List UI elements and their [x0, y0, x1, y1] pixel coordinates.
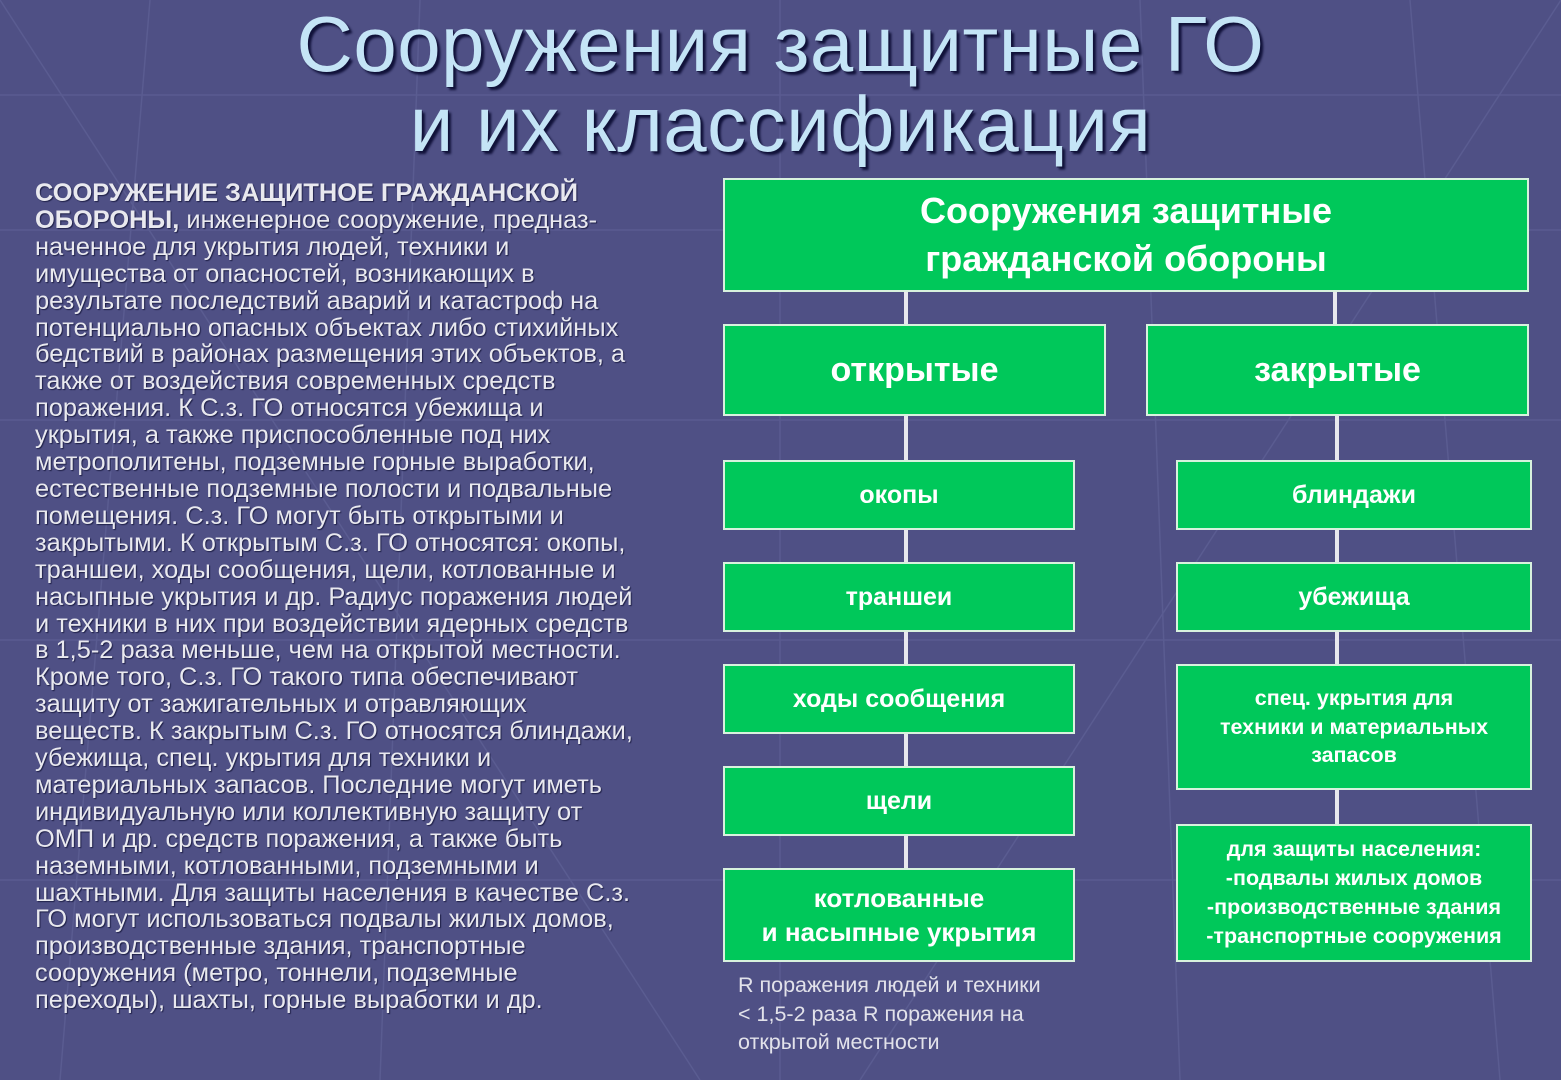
definition-line: ГО могут использоваться подвалы жилых до…	[35, 905, 614, 934]
definition-line: сооружения (метро, тоннели, подземные	[35, 959, 518, 988]
definition-line: Кроме того, С.з. ГО такого типа обеспечи…	[35, 663, 578, 692]
definition-line: ОМП и др. средств поражения, а также быт…	[35, 824, 563, 853]
closed-item-label: запасов	[1311, 743, 1397, 768]
radius-note-line: R поражения людей и техники	[738, 973, 1041, 997]
definition-line: поражения. К С.з. ГО относятся убежища и	[35, 394, 544, 423]
definition-line: шахтными. Для защиты населения в качеств…	[35, 878, 631, 907]
connector-open-chain	[904, 414, 908, 872]
definition-line: естественные подземные полости и подваль…	[35, 474, 613, 503]
category-open: открытые	[723, 324, 1106, 416]
closed-item-label: убежища	[1298, 582, 1410, 611]
category-open-label: открытые	[830, 350, 999, 389]
closed-item-population-protection: для защиты населения: -подвалы жилых дом…	[1176, 824, 1532, 962]
definition-line: и техники в них при воздействии ядерных …	[35, 609, 629, 638]
closed-item-label: -транспортные сооружения	[1206, 923, 1502, 948]
definition-line: индивидуальную или коллективную защиту о…	[35, 797, 583, 826]
definition-line: инженерное сооружение, предназ-	[179, 205, 598, 234]
definition-term-line-1: СООРУЖЕНИЕ ЗАЩИТНОЕ ГРАЖДАНСКОЙ	[35, 179, 578, 207]
title-line-2: и их классификация	[409, 80, 1152, 168]
definition-line: бедствий в районах размещения этих объек…	[35, 340, 626, 369]
open-item-label: котлованные	[813, 883, 985, 913]
title-line-1: Сооружения защитные ГО	[296, 0, 1265, 88]
root-node-line: Сооружения защитные	[920, 190, 1332, 231]
closed-item-label: -подвалы жилых домов	[1225, 866, 1483, 891]
open-item-pit-shelters: котлованные и насыпные укрытия	[723, 868, 1075, 962]
definition-line: помещения. С.з. ГО могут быть открытыми …	[35, 501, 564, 530]
definition-text: СООРУЖЕНИЕ ЗАЩИТНОЕ ГРАЖДАНСКОЙ ОБОРОНЫ,…	[35, 180, 705, 1014]
definition-line: имущества от опасностей, возникающих в	[35, 259, 535, 288]
definition-term-line-2: ОБОРОНЫ,	[35, 205, 180, 234]
open-item-label: траншеи	[845, 582, 953, 611]
definition-line: материальных запасов. Последние могут им…	[35, 770, 602, 799]
definition-line: потенциально опасных объектах либо стихи…	[35, 313, 619, 342]
definition-line: производственные здания, транспортные	[35, 932, 526, 961]
radius-note: R поражения людей и техники < 1,5-2 раза…	[738, 971, 1041, 1057]
definition-line: также от воздействия современных средств	[35, 367, 556, 396]
open-item-label: окопы	[859, 480, 939, 509]
closed-item-label: -производственные здания	[1206, 895, 1502, 919]
root-node: Сооружения защитные гражданской обороны	[723, 178, 1529, 292]
definition-line: веществ. К закрытым С.з. ГО относятся бл…	[35, 717, 633, 746]
definition-line: результате последствий аварий и катастро…	[35, 286, 599, 315]
closed-item-dugouts: блиндажи	[1176, 460, 1532, 530]
definition-line: защиту от зажигательных и отравляющих	[35, 690, 527, 719]
definition-line: убежища, спец. укрытия для техники и	[35, 744, 492, 773]
radius-note-line: < 1,5-2 раза R поражения на	[738, 1001, 1024, 1026]
definition-line: укрытия, а также приспособленные под них	[35, 421, 551, 450]
connector-root-closed	[1333, 290, 1337, 326]
definition-line: метрополитены, подземные горные выработк…	[35, 448, 595, 477]
closed-item-label: блиндажи	[1291, 480, 1417, 509]
open-item-label: щели	[865, 786, 933, 815]
definition-line: закрытыми. К открытым С.з. ГО относятся:…	[35, 528, 626, 557]
root-node-line: гражданской обороны	[925, 238, 1327, 279]
closed-item-special-shelters: спец. укрытия для техники и материальных…	[1176, 664, 1532, 790]
definition-line: траншеи, ходы сообщения, щели, котлованн…	[35, 555, 616, 584]
open-item-communication-passages: ходы сообщения	[723, 664, 1075, 734]
connector-root-open	[904, 290, 908, 326]
open-item-label: и насыпные укрытия	[761, 917, 1037, 947]
open-item-label: ходы сообщения	[792, 684, 1006, 713]
closed-item-label: спец. укрытия для	[1254, 686, 1454, 711]
closed-item-label: техники и материальных	[1219, 714, 1489, 739]
definition-line: наземными, котлованными, подземными и	[35, 851, 539, 880]
definition-line: насыпные укрытия и др. Радиус поражения …	[35, 582, 633, 611]
closed-item-shelters: убежища	[1176, 562, 1532, 632]
closed-item-label: для защиты населения:	[1226, 837, 1482, 862]
radius-note-line: открытой местности	[738, 1030, 940, 1054]
open-item-trenches-okopy: окопы	[723, 460, 1075, 530]
open-item-slits: щели	[723, 766, 1075, 836]
definition-line: наченное для укрытия людей, техники и	[35, 232, 510, 261]
category-closed: закрытые	[1146, 324, 1529, 416]
open-item-transhei: траншеи	[723, 562, 1075, 632]
category-closed-label: закрытые	[1254, 350, 1421, 389]
slide-title: Сооружения защитные ГО и их классификаци…	[0, 4, 1561, 164]
definition-line: в 1,5-2 раза меньше, чем на открытой мес…	[35, 636, 621, 665]
definition-line: переходы), шахты, горные выработки и др.	[35, 986, 543, 1015]
